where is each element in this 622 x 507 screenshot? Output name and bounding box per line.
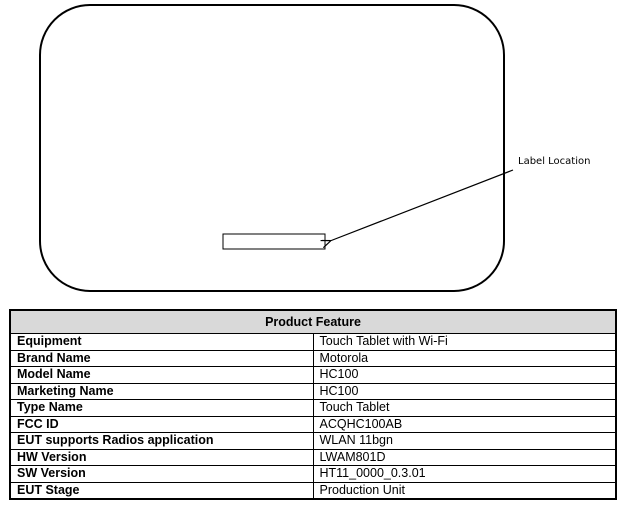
table-row: Model Name HC100 (9, 366, 617, 384)
row-value: Motorola (312, 349, 617, 367)
row-value: WLAN 11bgn (312, 432, 617, 450)
row-key: Brand Name (9, 349, 314, 367)
row-value: HC100 (312, 366, 617, 384)
row-key: SW Version (9, 465, 314, 483)
table-row: EUT supports Radios application WLAN 11b… (9, 432, 617, 450)
row-key: Equipment (9, 333, 314, 351)
row-key: EUT supports Radios application (9, 432, 314, 450)
table-row: Marketing Name HC100 (9, 382, 617, 400)
row-value: HC100 (312, 382, 617, 400)
table-row: Brand Name Motorola (9, 349, 617, 367)
row-value: LWAM801D (312, 448, 617, 466)
tablet-body-outline (39, 4, 505, 292)
row-value: HT11_0000_0.3.01 (312, 465, 617, 483)
table-row: SW Version HT11_0000_0.3.01 (9, 465, 617, 483)
device-diagram: Label Location (39, 4, 591, 292)
row-value: ACQHC100AB (312, 415, 617, 433)
row-key: HW Version (9, 448, 314, 466)
table-row: Equipment Touch Tablet with Wi-Fi (9, 333, 617, 351)
row-key: EUT Stage (9, 481, 314, 500)
table-header: Product Feature (9, 309, 617, 334)
row-key: Type Name (9, 399, 314, 417)
table-row: EUT Stage Production Unit (9, 481, 617, 500)
row-key: Model Name (9, 366, 314, 384)
table-row: HW Version LWAM801D (9, 448, 617, 466)
product-feature-table: Product Feature Equipment Touch Tablet w… (9, 309, 617, 500)
tablet-outline-drawing (39, 4, 514, 292)
label-location-box (222, 233, 326, 250)
row-value: Production Unit (312, 481, 617, 500)
label-location-callout: Label Location (518, 156, 591, 167)
table-row: FCC ID ACQHC100AB (9, 415, 617, 433)
row-key: FCC ID (9, 415, 314, 433)
callout-arrow (330, 169, 514, 241)
row-value: Touch Tablet with Wi-Fi (312, 333, 617, 351)
table-row: Type Name Touch Tablet (9, 399, 617, 417)
row-value: Touch Tablet (312, 399, 617, 417)
row-key: Marketing Name (9, 382, 314, 400)
